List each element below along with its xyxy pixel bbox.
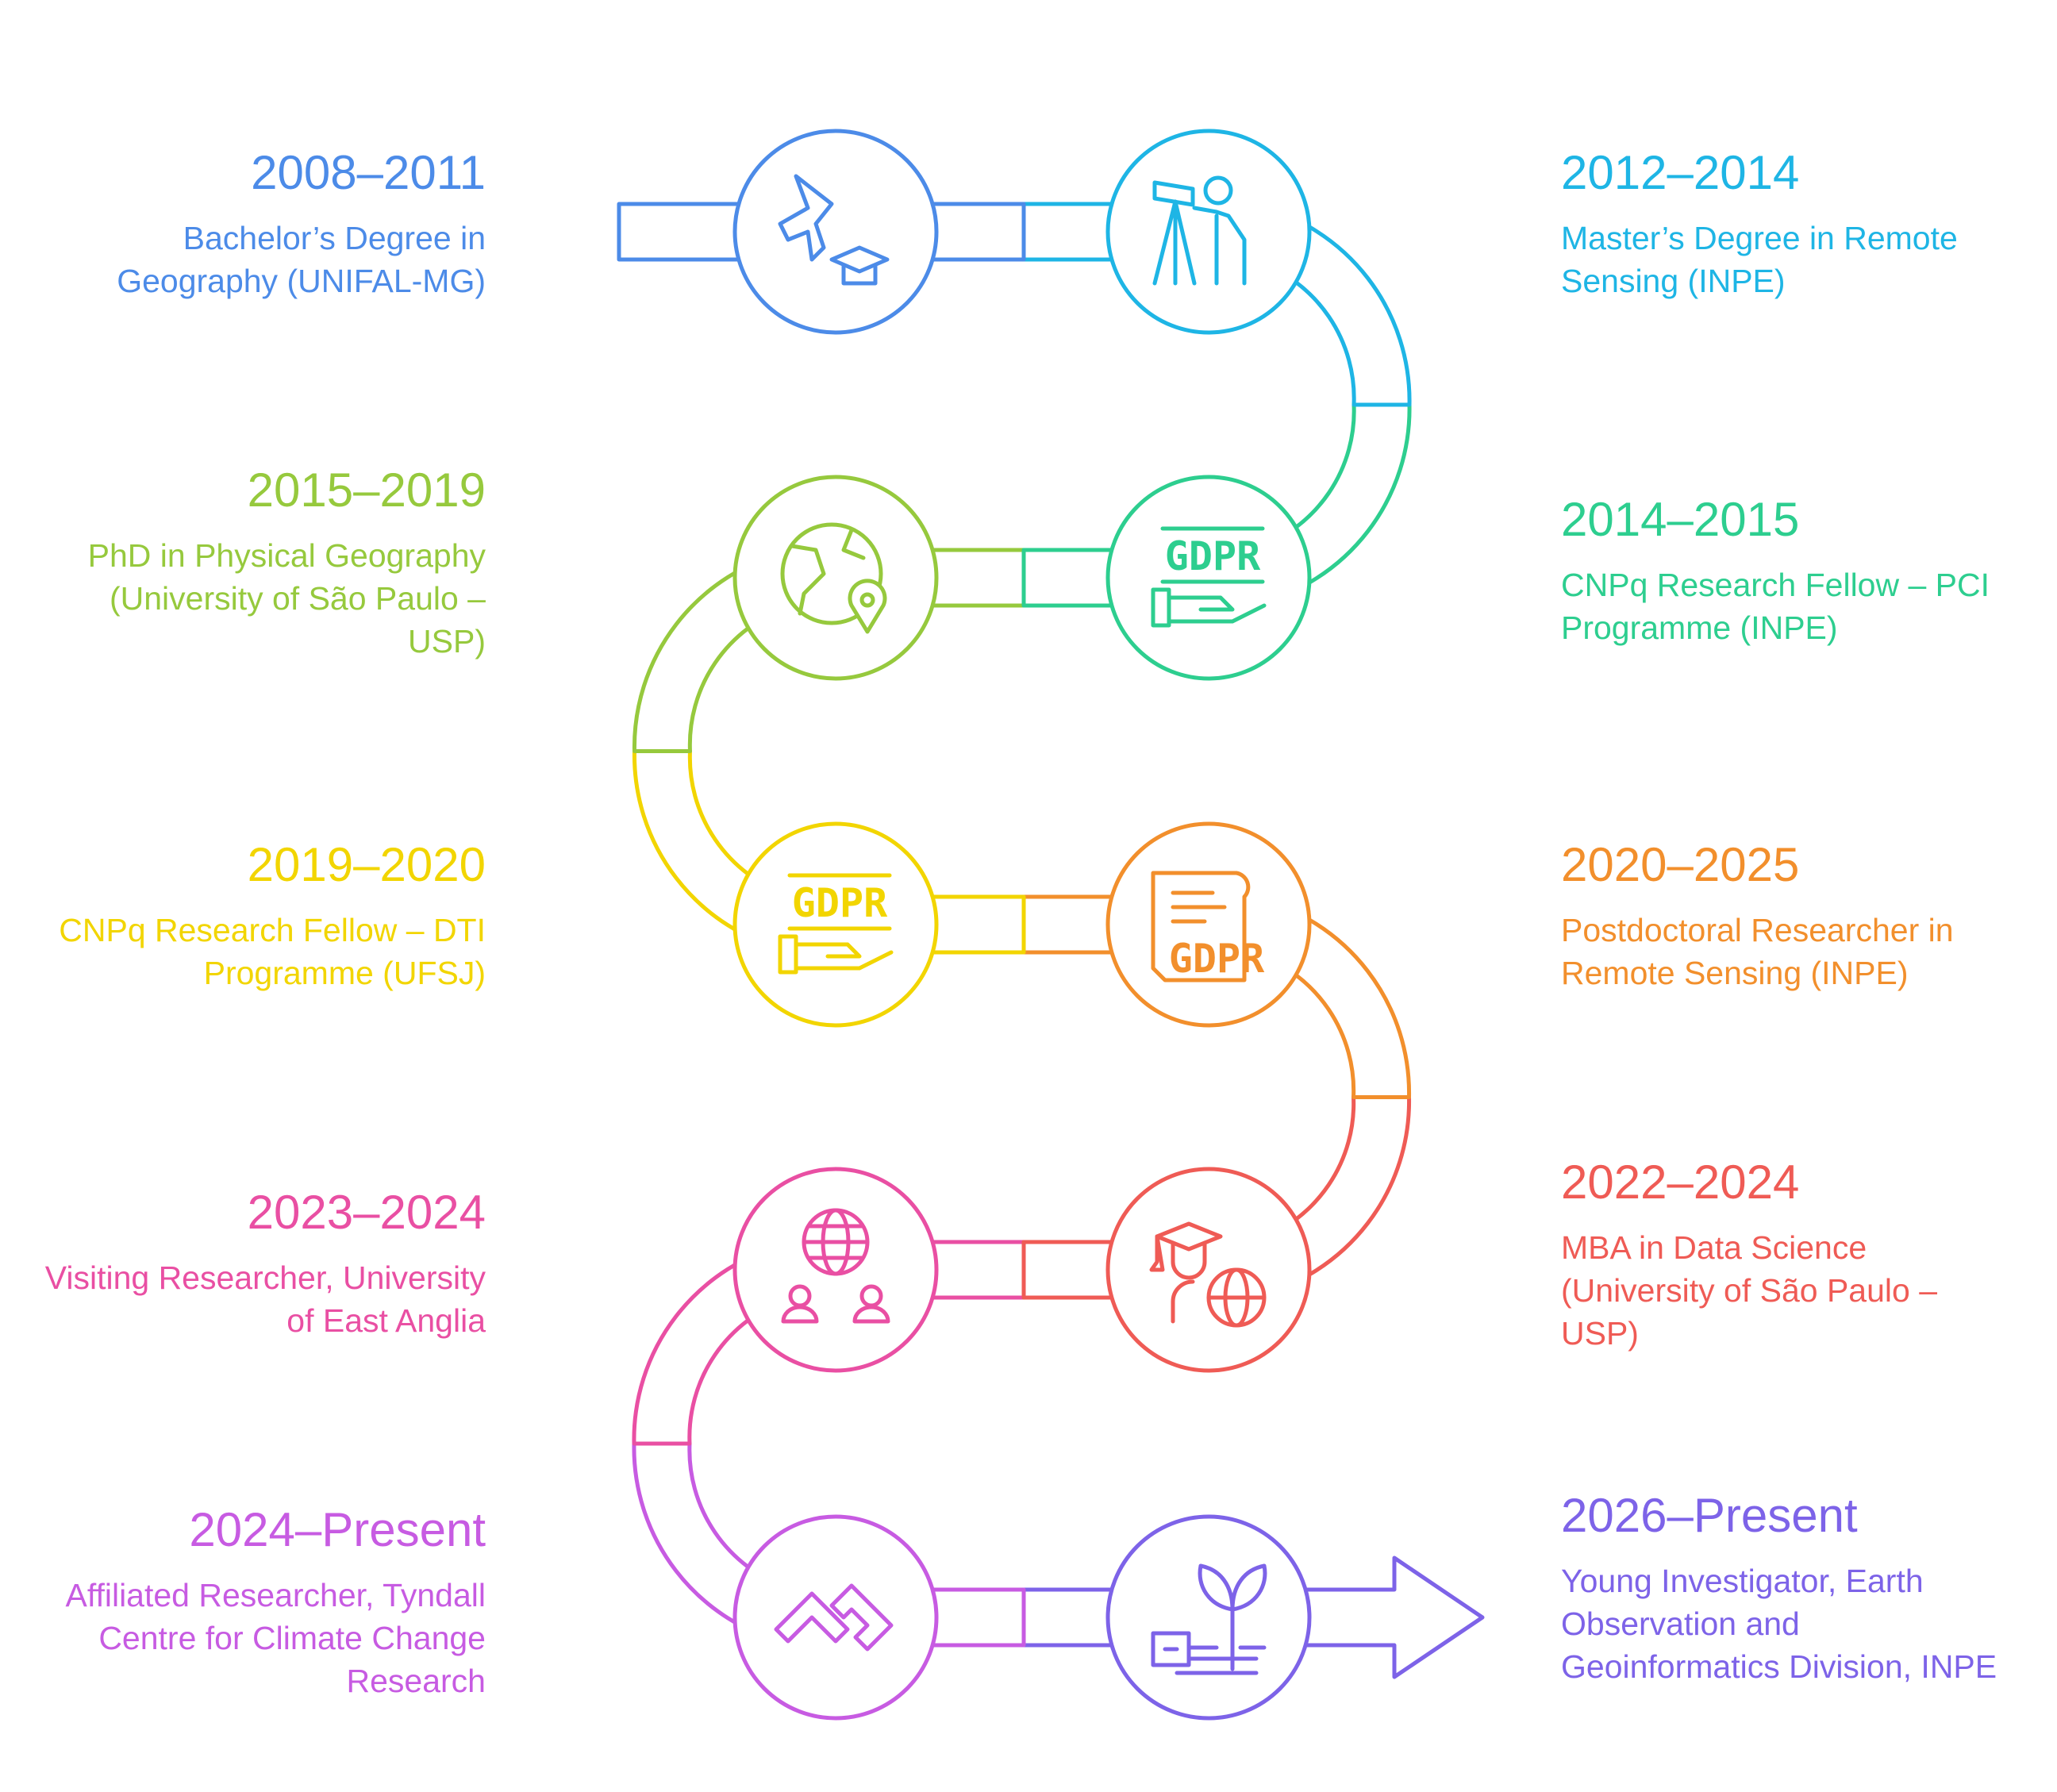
milestone-node-4: GDPR xyxy=(732,821,939,1028)
milestone-label-5: 2020–2025 Postdoctoral Researcher in Rem… xyxy=(1561,837,2005,994)
milestone-period: 2024–Present xyxy=(189,1503,486,1556)
icon-text: GDPR xyxy=(1169,936,1265,982)
person-telescope-icon xyxy=(1152,175,1247,286)
milestone-label-1: 2012–2014 Master’s Degree in Remote Sens… xyxy=(1561,145,1958,302)
milestone-period: 2014–2015 xyxy=(1561,493,1800,546)
milestone-circle xyxy=(1105,821,1312,1028)
icon-text: GDPR xyxy=(792,880,888,926)
milestone-label-4: 2019–2020 CNPq Research Fellow – DTI Pro… xyxy=(41,837,486,994)
milestone-node-1 xyxy=(1105,129,1312,335)
milestone-description: CNPq Research Fellow – DTI Programme (UF… xyxy=(59,912,486,991)
milestone-node-7 xyxy=(732,1167,939,1373)
milestone-description: Postdoctoral Researcher in Remote Sensin… xyxy=(1561,912,1954,991)
milestone-description: CNPq Research Fellow – PCI Programme (IN… xyxy=(1561,567,1990,646)
icon-text: GDPR xyxy=(1165,533,1261,579)
road-arrow-head xyxy=(1303,1556,1485,1679)
chevron-logo-icon xyxy=(774,1583,894,1652)
milestone-label-6: 2022–2024 MBA in Data Science (Universit… xyxy=(1561,1155,2005,1355)
globe-people-icon xyxy=(781,1208,890,1324)
milestone-description: Affiliated Researcher, Tyndall Centre fo… xyxy=(65,1577,486,1699)
milestone-circle xyxy=(1105,129,1312,335)
milestone-label-9: 2026–Present Young Investigator, Earth O… xyxy=(1561,1488,2005,1688)
gdpr-hand-icon: GDPR xyxy=(1151,526,1267,628)
milestone-period: 2012–2014 xyxy=(1561,146,1800,199)
milestone-node-0 xyxy=(732,129,939,335)
milestone-label-7: 2023–2024 Visiting Researcher, Universit… xyxy=(41,1185,486,1342)
milestone-label-0: 2008–2011 Bachelor’s Degree in Geography… xyxy=(41,145,486,302)
milestone-circle xyxy=(732,1167,939,1373)
milestone-nodes: GDPR GDPR GDPR xyxy=(732,129,1312,1721)
milestone-period: 2008–2011 xyxy=(251,146,486,199)
milestone-node-2: GDPR xyxy=(1105,475,1312,681)
graduate-globe-icon xyxy=(1149,1221,1267,1328)
milestone-description: Young Investigator, Earth Observation an… xyxy=(1561,1563,1997,1685)
milestone-period: 2022–2024 xyxy=(1561,1156,1800,1209)
milestone-description: PhD in Physical Geography (University of… xyxy=(87,537,486,660)
milestone-description: Visiting Researcher, University of East … xyxy=(44,1259,486,1339)
milestone-period: 2015–2019 xyxy=(247,463,486,517)
plant-sprout-icon xyxy=(1151,1563,1267,1675)
milestone-node-5: GDPR xyxy=(1105,821,1312,1028)
milestone-period: 2019–2020 xyxy=(247,838,486,891)
milestone-circle xyxy=(732,129,939,335)
milestone-label-8: 2024–Present Affiliated Researcher, Tynd… xyxy=(41,1502,486,1702)
road-start-cap xyxy=(617,202,740,262)
horse-head-graduation-cap-icon xyxy=(778,174,890,286)
gdpr-document-icon: GDPR xyxy=(1151,871,1265,983)
milestone-node-6 xyxy=(1105,1167,1312,1373)
milestone-node-3 xyxy=(732,475,939,681)
milestone-node-8 xyxy=(732,1514,939,1721)
milestone-label-2: 2014–2015 CNPq Research Fellow – PCI Pro… xyxy=(1561,492,2005,649)
milestone-circle xyxy=(732,475,939,681)
gdpr-hand-icon: GDPR xyxy=(778,873,894,975)
milestone-description: MBA in Data Science (University of São P… xyxy=(1561,1229,1938,1352)
milestone-circle xyxy=(1105,1514,1312,1721)
milestone-description: Master’s Degree in Remote Sensing (INPE) xyxy=(1561,220,1958,299)
milestone-description: Bachelor’s Degree in Geography (UNIFAL-M… xyxy=(117,220,486,299)
milestone-label-3: 2015–2019 PhD in Physical Geography (Uni… xyxy=(41,463,486,663)
milestone-period: 2023–2024 xyxy=(247,1186,486,1239)
milestone-circle xyxy=(1105,1167,1312,1373)
globe-location-pin-icon xyxy=(780,522,887,634)
milestone-node-9 xyxy=(1105,1514,1312,1721)
milestone-period: 2020–2025 xyxy=(1561,838,1800,891)
milestone-period: 2026–Present xyxy=(1561,1489,1858,1542)
